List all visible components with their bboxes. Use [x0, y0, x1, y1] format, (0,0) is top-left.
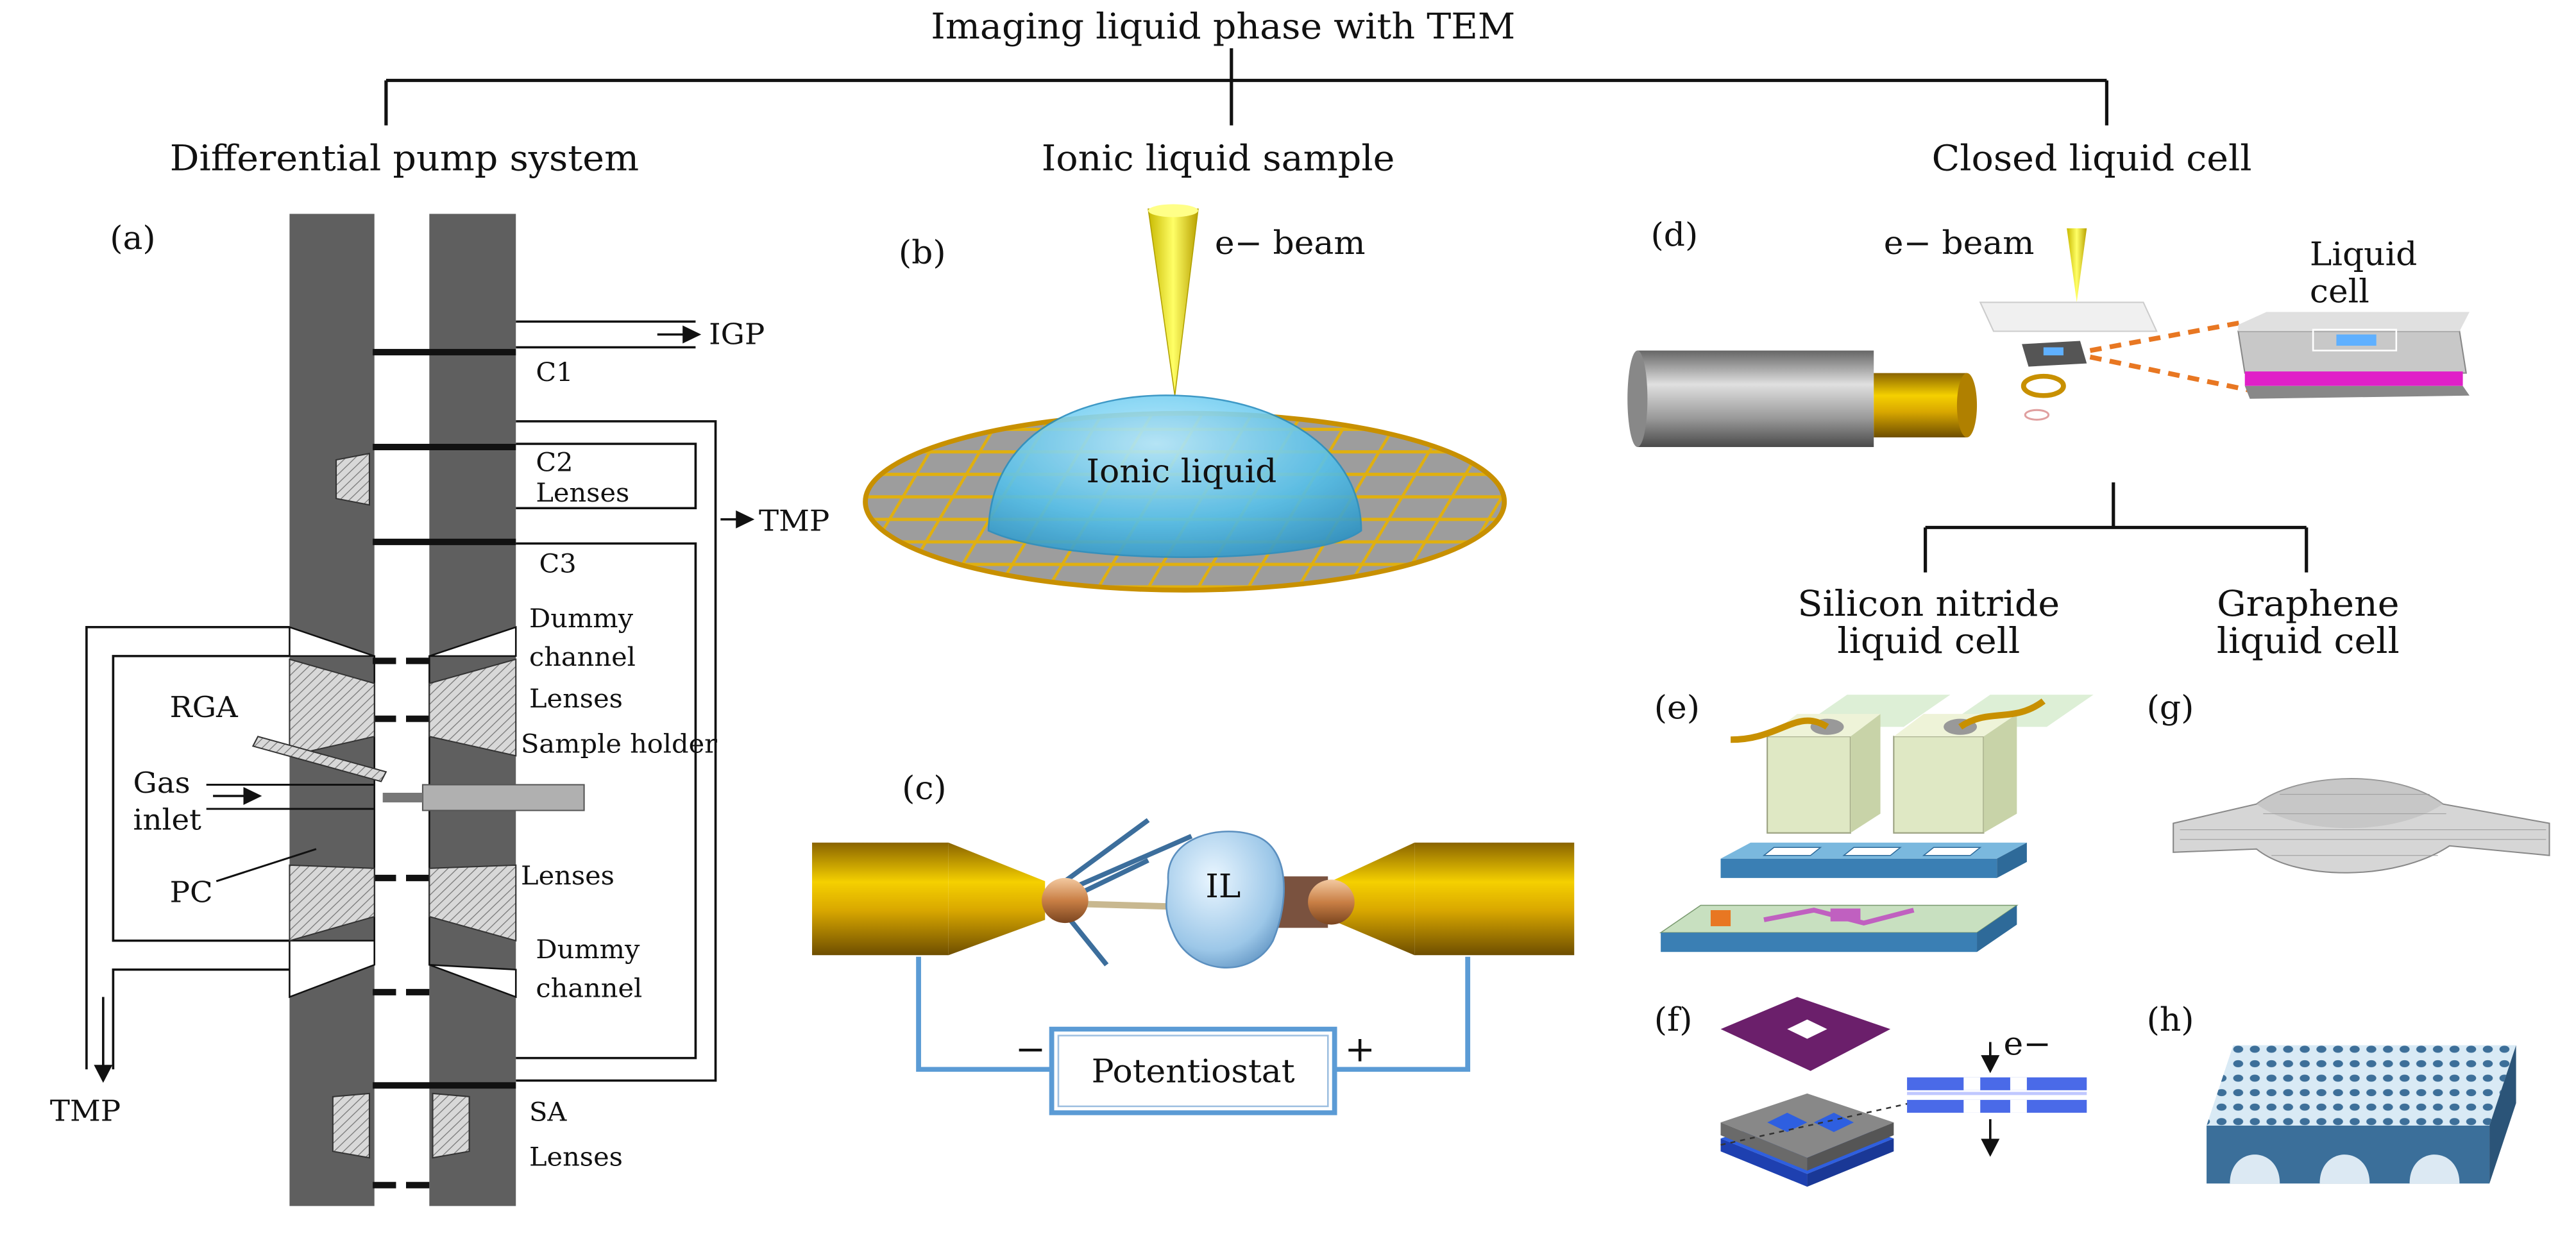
panel-label-d: (d) [1651, 217, 1699, 254]
rga-probe [251, 736, 387, 782]
panel-label-f: (f) [1654, 1002, 1693, 1039]
branch-silicon-nitride-2: liquid cell [1837, 621, 2020, 662]
gas-inlet-tube [206, 783, 375, 810]
block-pockets [2230, 1154, 2460, 1184]
label-lenses-3: Lenses [521, 861, 614, 891]
label-tmp-right: TMP [759, 503, 829, 537]
oring-gold [2021, 373, 2066, 398]
label-lenses-4: Lenses [529, 1142, 623, 1172]
copper-tip-left [1042, 877, 1089, 924]
panel-c: (c) IL Potentiostat − + [812, 770, 1575, 1115]
panel-e: (e) [1654, 689, 2094, 952]
liquid-cell-bottom [2244, 385, 2470, 399]
copper-tip-right [1308, 879, 1355, 925]
label-sample-holder: Sample holder [521, 729, 717, 759]
label-gas-1: Gas [133, 766, 191, 800]
minus-sign: − [1015, 1029, 1046, 1070]
branch-ionic-liquid: Ionic liquid sample [1042, 139, 1395, 180]
label-lenses-1: Lenses [536, 478, 629, 508]
label-dummy-channel-top-1: Dummy [529, 603, 633, 633]
label-pc: PC [170, 875, 213, 909]
label-c3: C3 [539, 548, 577, 579]
ionic-liquid-label: Ionic liquid [1087, 453, 1277, 491]
sample-holder-tip [382, 793, 423, 803]
electrode-left-cone [948, 842, 1046, 956]
cross-section [1907, 1077, 2087, 1113]
panel-d: (d) e− beam Liquid cell [1627, 217, 2470, 447]
graphene-block-side [2489, 1045, 2516, 1184]
label-dummy-channel-top-2: channel [529, 642, 636, 672]
electrode-right-cylinder [1414, 842, 1575, 956]
electrode-left-cylinder [812, 842, 949, 956]
pump-line-circuits [85, 320, 717, 1082]
oring-pink [2024, 409, 2050, 421]
label-rga: RGA [170, 690, 239, 724]
panel-label-h: (h) [2147, 1002, 2194, 1039]
liquid-cell-fluid [2244, 371, 2463, 386]
potentiostat-box [1049, 1026, 1337, 1115]
label-tmp-left: TMP [50, 1094, 121, 1128]
microfluidic-blocks [1767, 714, 2017, 834]
holder-rod-gold [1874, 373, 1967, 437]
pc-line [216, 848, 317, 883]
label-lenses-2: Lenses [529, 684, 623, 714]
panel-g: (g) [2147, 689, 2550, 874]
panel-h: (h) [2147, 1002, 2516, 1184]
liquid-cell-label-1: Liquid [2310, 236, 2417, 273]
electron-label-f: e− [2004, 1026, 2051, 1063]
electron-beam-cone-d [2067, 228, 2087, 303]
aperture-bars [373, 349, 516, 1188]
stacked-chip [1720, 1093, 1894, 1187]
label-sa: SA [529, 1097, 567, 1127]
panel-label-c: (c) [902, 770, 947, 808]
figure-title: Imaging liquid phase with TEM [931, 6, 1515, 47]
label-igp: IGP [709, 317, 765, 351]
label-c1: C1 [536, 357, 573, 387]
tubing-right [1958, 698, 2046, 730]
ebeam-label-b: e− beam [1215, 225, 1366, 262]
label-dummy-channel-bottom-1: Dummy [536, 934, 640, 965]
label-dummy-channel-bottom-2: channel [536, 973, 642, 1003]
electrode-right-cone [1331, 842, 1415, 956]
panel-f: (f) e− [1654, 997, 2087, 1187]
top-tree-connectors [384, 48, 2108, 126]
ebeam-label-d: e− beam [1884, 225, 2035, 262]
potentiostat-label: Potentiostat [1092, 1053, 1295, 1090]
window-plate-top [1979, 301, 2158, 332]
graphene-block-top [2207, 1045, 2516, 1126]
panel-label-b: (b) [899, 235, 946, 272]
sub-tree-connectors [1924, 482, 2309, 573]
zoom-dashed-lines [2089, 319, 2260, 395]
liquid-cell-label-2: cell [2310, 273, 2369, 310]
tubing-left [1731, 717, 1829, 743]
branch-silicon-nitride-1: Silicon nitride [1797, 584, 2060, 625]
panel-label-g: (g) [2147, 689, 2194, 727]
beam-cone-top-b [1148, 204, 1198, 217]
il-label: IL [1205, 868, 1241, 906]
panel-label-e: (e) [1654, 689, 1700, 727]
branch-closed-liquid-cell: Closed liquid cell [1932, 139, 2252, 180]
plus-sign: + [1344, 1029, 1375, 1070]
ionic-liquid-dome [987, 394, 1362, 558]
lens-blocks [289, 452, 517, 1159]
il-droplet [1165, 831, 1285, 968]
panel-a: (a) [50, 214, 829, 1206]
branch-differential-pump: Differential pump system [170, 139, 639, 180]
electron-beam-cone-b [1148, 208, 1199, 396]
panel-label-a: (a) [110, 220, 155, 257]
label-gas-2: inlet [133, 802, 202, 836]
holder-rod-gray [1637, 350, 1874, 447]
branch-graphene-1: Graphene [2217, 584, 2399, 625]
circuit-wire [916, 956, 1471, 1072]
sample-holder-rod [421, 784, 585, 811]
branch-graphene-2: liquid cell [2217, 621, 2400, 662]
label-c2: C2 [536, 447, 573, 477]
panel-b: (b) e− beam Ionic liquid [863, 204, 1507, 593]
